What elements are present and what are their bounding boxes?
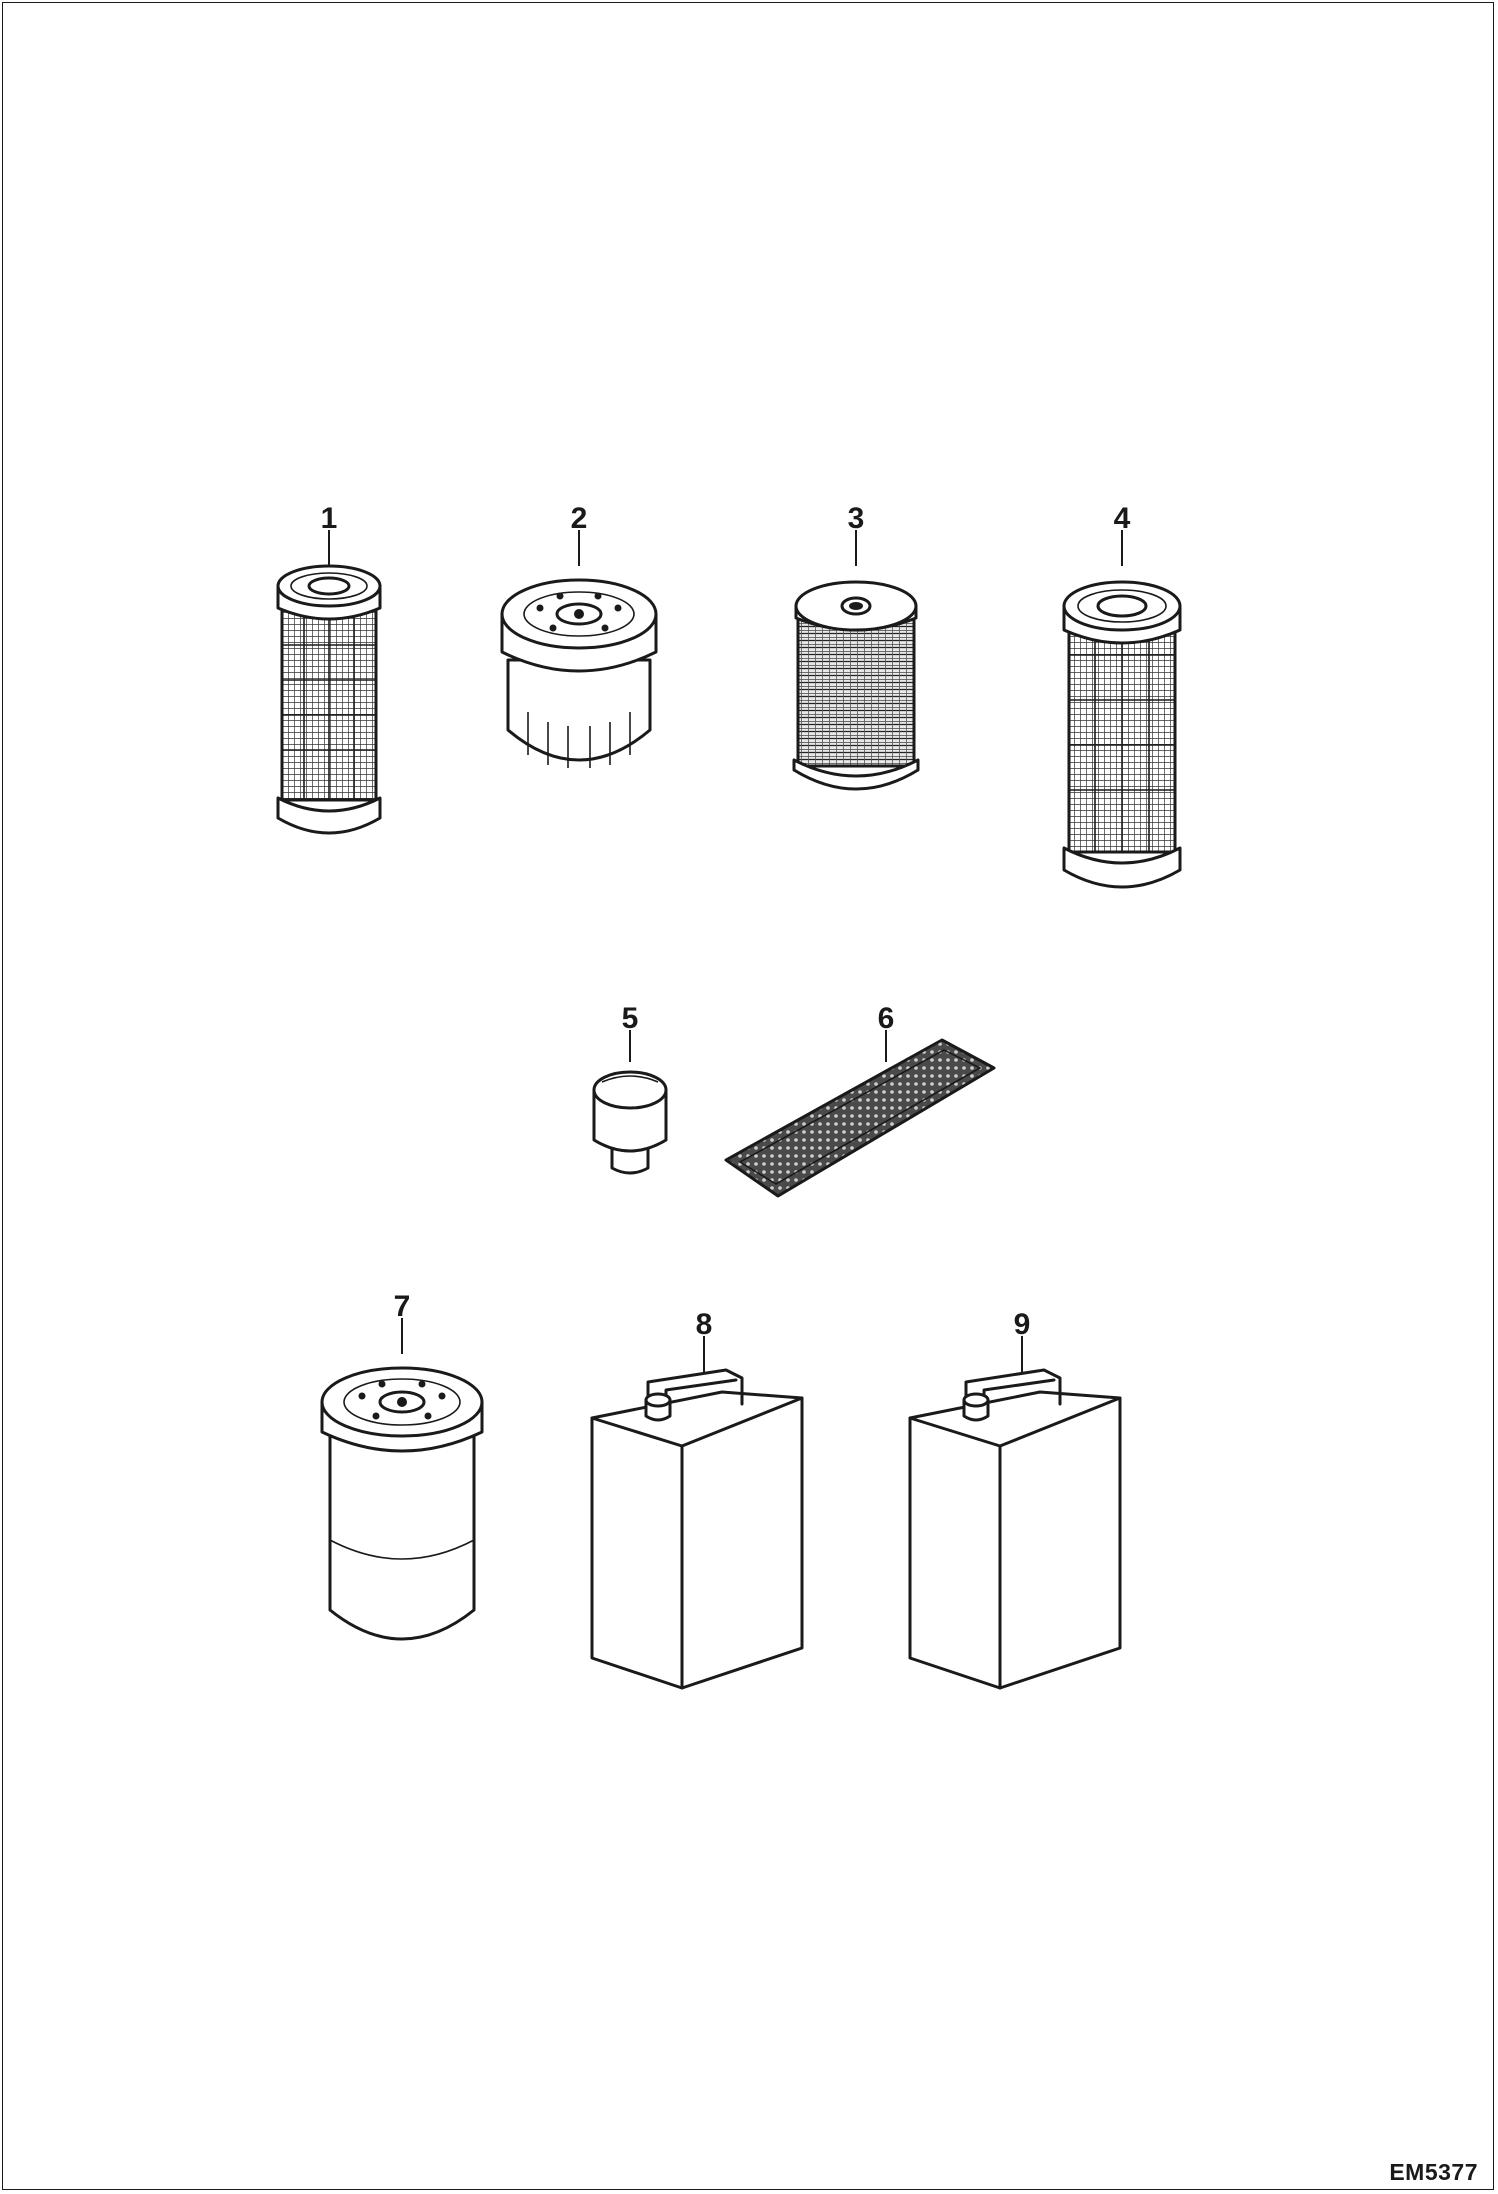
- part-9-fluid-container: [908, 1336, 1122, 1690]
- callout-7: 7: [394, 1290, 411, 1323]
- callout-6: 6: [878, 1002, 895, 1035]
- callout-1: 1: [321, 502, 338, 535]
- callout-5: 5: [622, 1002, 639, 1035]
- part-1-mesh-filter-element: [276, 530, 382, 835]
- part-5-breather-cap: [592, 1030, 668, 1175]
- part-8-fluid-container: [590, 1336, 804, 1690]
- callout-9: 9: [1014, 1308, 1031, 1341]
- figure-code: EM5377: [1389, 2159, 1478, 2185]
- callout-3: 3: [848, 502, 865, 535]
- callout-4: 4: [1114, 502, 1131, 535]
- part-2-spin-on-filter: [500, 530, 658, 768]
- part-3-cartridge-filter: [792, 530, 920, 791]
- part-6-panel-filter: [724, 1030, 996, 1198]
- part-7-fuel-filter: [320, 1318, 484, 1641]
- part-4-large-mesh-filter: [1062, 530, 1182, 889]
- callout-2: 2: [571, 502, 588, 535]
- callout-8: 8: [696, 1308, 713, 1341]
